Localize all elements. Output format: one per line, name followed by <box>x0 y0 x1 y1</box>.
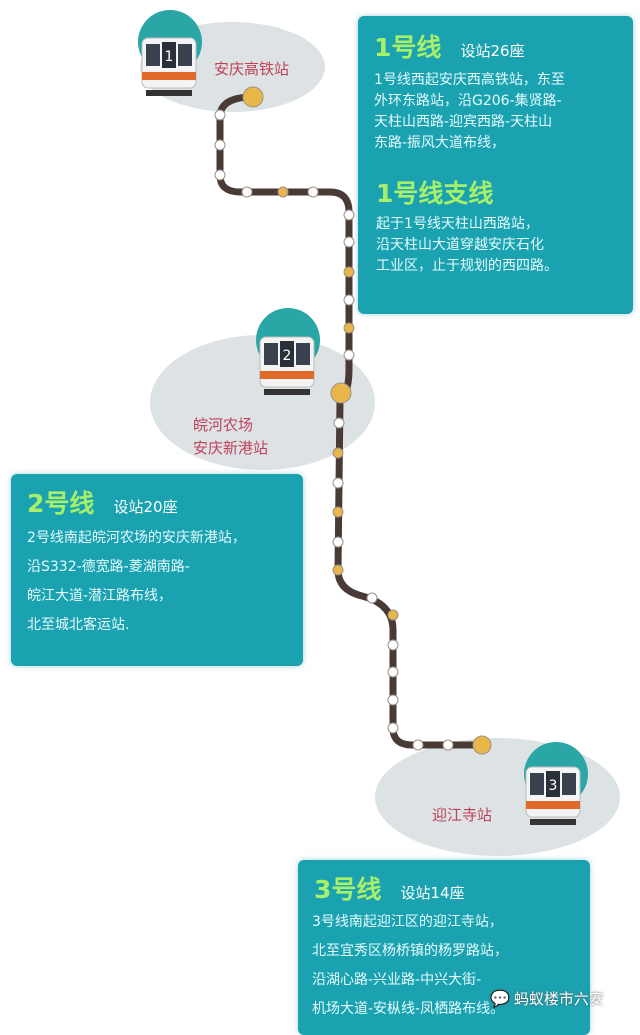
station-dot <box>332 536 344 548</box>
line2-desc-line: 沿S332-德宽路-菱湖南路- <box>27 559 190 575</box>
branch-desc-line: 起于1号线天柱山西路站， <box>376 216 539 232</box>
station-dot <box>412 739 424 751</box>
station-dot <box>332 447 344 459</box>
train-number: 2 <box>283 348 292 364</box>
line2-station-count: 设站20座 <box>113 498 178 516</box>
line3-desc-line: 机场大道-安枞线-凤栖路布线。 <box>312 1001 505 1017</box>
train-number: 3 <box>549 778 558 794</box>
station-dot <box>387 609 399 621</box>
line2-info-card: 2号线 设站20座 2号线南起皖河农场的安庆新港站， 沿S332-德宽路-菱湖南… <box>11 474 303 666</box>
station-dot <box>333 417 345 429</box>
line1-desc-line: 天柱山西路-迎宾西路-天柱山 <box>374 114 553 130</box>
station-dot <box>332 564 344 576</box>
train-1-icon: 1 <box>141 37 197 96</box>
line1-branch-description: 起于1号线天柱山西路站， 沿天柱山大道穿越安庆石化 工业区，止于规划的西四路。 <box>376 214 558 277</box>
line1-desc-line: 外环东路站，沿G206-集贤路- <box>374 93 562 109</box>
station-dot <box>214 109 226 121</box>
station-label-line2-b: 安庆新港站 <box>193 439 269 457</box>
station-dot <box>241 186 253 198</box>
line3-station-count: 设站14座 <box>400 884 465 902</box>
line3-desc-line: 北至宜秀区杨桥镇的杨罗路站， <box>312 943 508 959</box>
branch-desc-line: 工业区，止于规划的西四路。 <box>376 258 558 274</box>
watermark-text: 蚂蚁楼市六安 <box>513 990 604 1008</box>
station-dot <box>332 506 344 518</box>
station-dot <box>472 735 492 755</box>
station-dot <box>343 322 355 334</box>
station-dot <box>442 739 454 751</box>
station-dot <box>307 186 319 198</box>
line1-branch-title: 1号线支线 <box>376 179 494 208</box>
line2-desc-line: 2号线南起皖河农场的安庆新港站， <box>27 530 246 546</box>
line2-desc-line: 北至城北客运站. <box>27 617 130 633</box>
station-dot <box>387 666 399 678</box>
station-dot <box>214 139 226 151</box>
line2-title: 2号线 <box>27 489 95 518</box>
station-dot <box>330 382 352 404</box>
station-label-line3: 迎江寺站 <box>432 806 493 824</box>
station-label-line1: 安庆高铁站 <box>214 60 290 78</box>
station-dot <box>343 266 355 278</box>
line1-title: 1号线 <box>374 33 442 62</box>
station-dot <box>332 477 344 489</box>
line3-info-card: 3号线 设站14座 3号线南起迎江区的迎江寺站， 北至宜秀区杨桥镇的杨罗路站， … <box>298 860 590 1035</box>
station-dot <box>387 639 399 651</box>
station-dot <box>343 349 355 361</box>
line3-desc-line: 沿湖心路-兴业路-中兴大街- <box>312 972 482 988</box>
station-dot <box>366 592 378 604</box>
station-dot <box>387 694 399 706</box>
line1-desc-line: 1号线西起安庆西高铁站，东至 <box>374 72 565 88</box>
line1-description: 1号线西起安庆西高铁站，东至 外环东路站，沿G206-集贤路- 天柱山西路-迎宾… <box>374 70 565 154</box>
station-dot <box>343 294 355 306</box>
station-dot <box>387 722 399 734</box>
train-2-icon: 2 <box>259 336 315 395</box>
station-dot <box>214 169 226 181</box>
branch-desc-line: 沿天柱山大道穿越安庆石化 <box>376 237 544 253</box>
wechat-icon: 💬 <box>490 989 510 1008</box>
train-3-icon: 3 <box>525 766 581 825</box>
line3-title: 3号线 <box>314 875 382 904</box>
station-dot <box>242 86 264 108</box>
line1-desc-line: 东路-振风大道布线， <box>374 135 506 151</box>
station-label-line2-a: 皖河农场 <box>193 416 254 434</box>
line1-info-card: 1号线 设站26座 1号线西起安庆西高铁站，东至 外环东路站，沿G206-集贤路… <box>358 16 633 314</box>
watermark: 💬 蚂蚁楼市六安 <box>490 988 604 1009</box>
line3-description: 3号线南起迎江区的迎江寺站， 北至宜秀区杨桥镇的杨罗路站， 沿湖心路-兴业路-中… <box>312 908 508 1024</box>
line1-station-count: 设站26座 <box>460 42 525 60</box>
station-dot <box>277 186 289 198</box>
line3-desc-line: 3号线南起迎江区的迎江寺站， <box>312 914 503 930</box>
station-dot <box>343 209 355 221</box>
train-number: 1 <box>165 49 174 65</box>
line2-description: 2号线南起皖河农场的安庆新港站， 沿S332-德宽路-菱湖南路- 皖江大道-潜江… <box>27 524 246 640</box>
line2-desc-line: 皖江大道-潜江路布线， <box>27 588 173 604</box>
station-dot <box>343 236 355 248</box>
